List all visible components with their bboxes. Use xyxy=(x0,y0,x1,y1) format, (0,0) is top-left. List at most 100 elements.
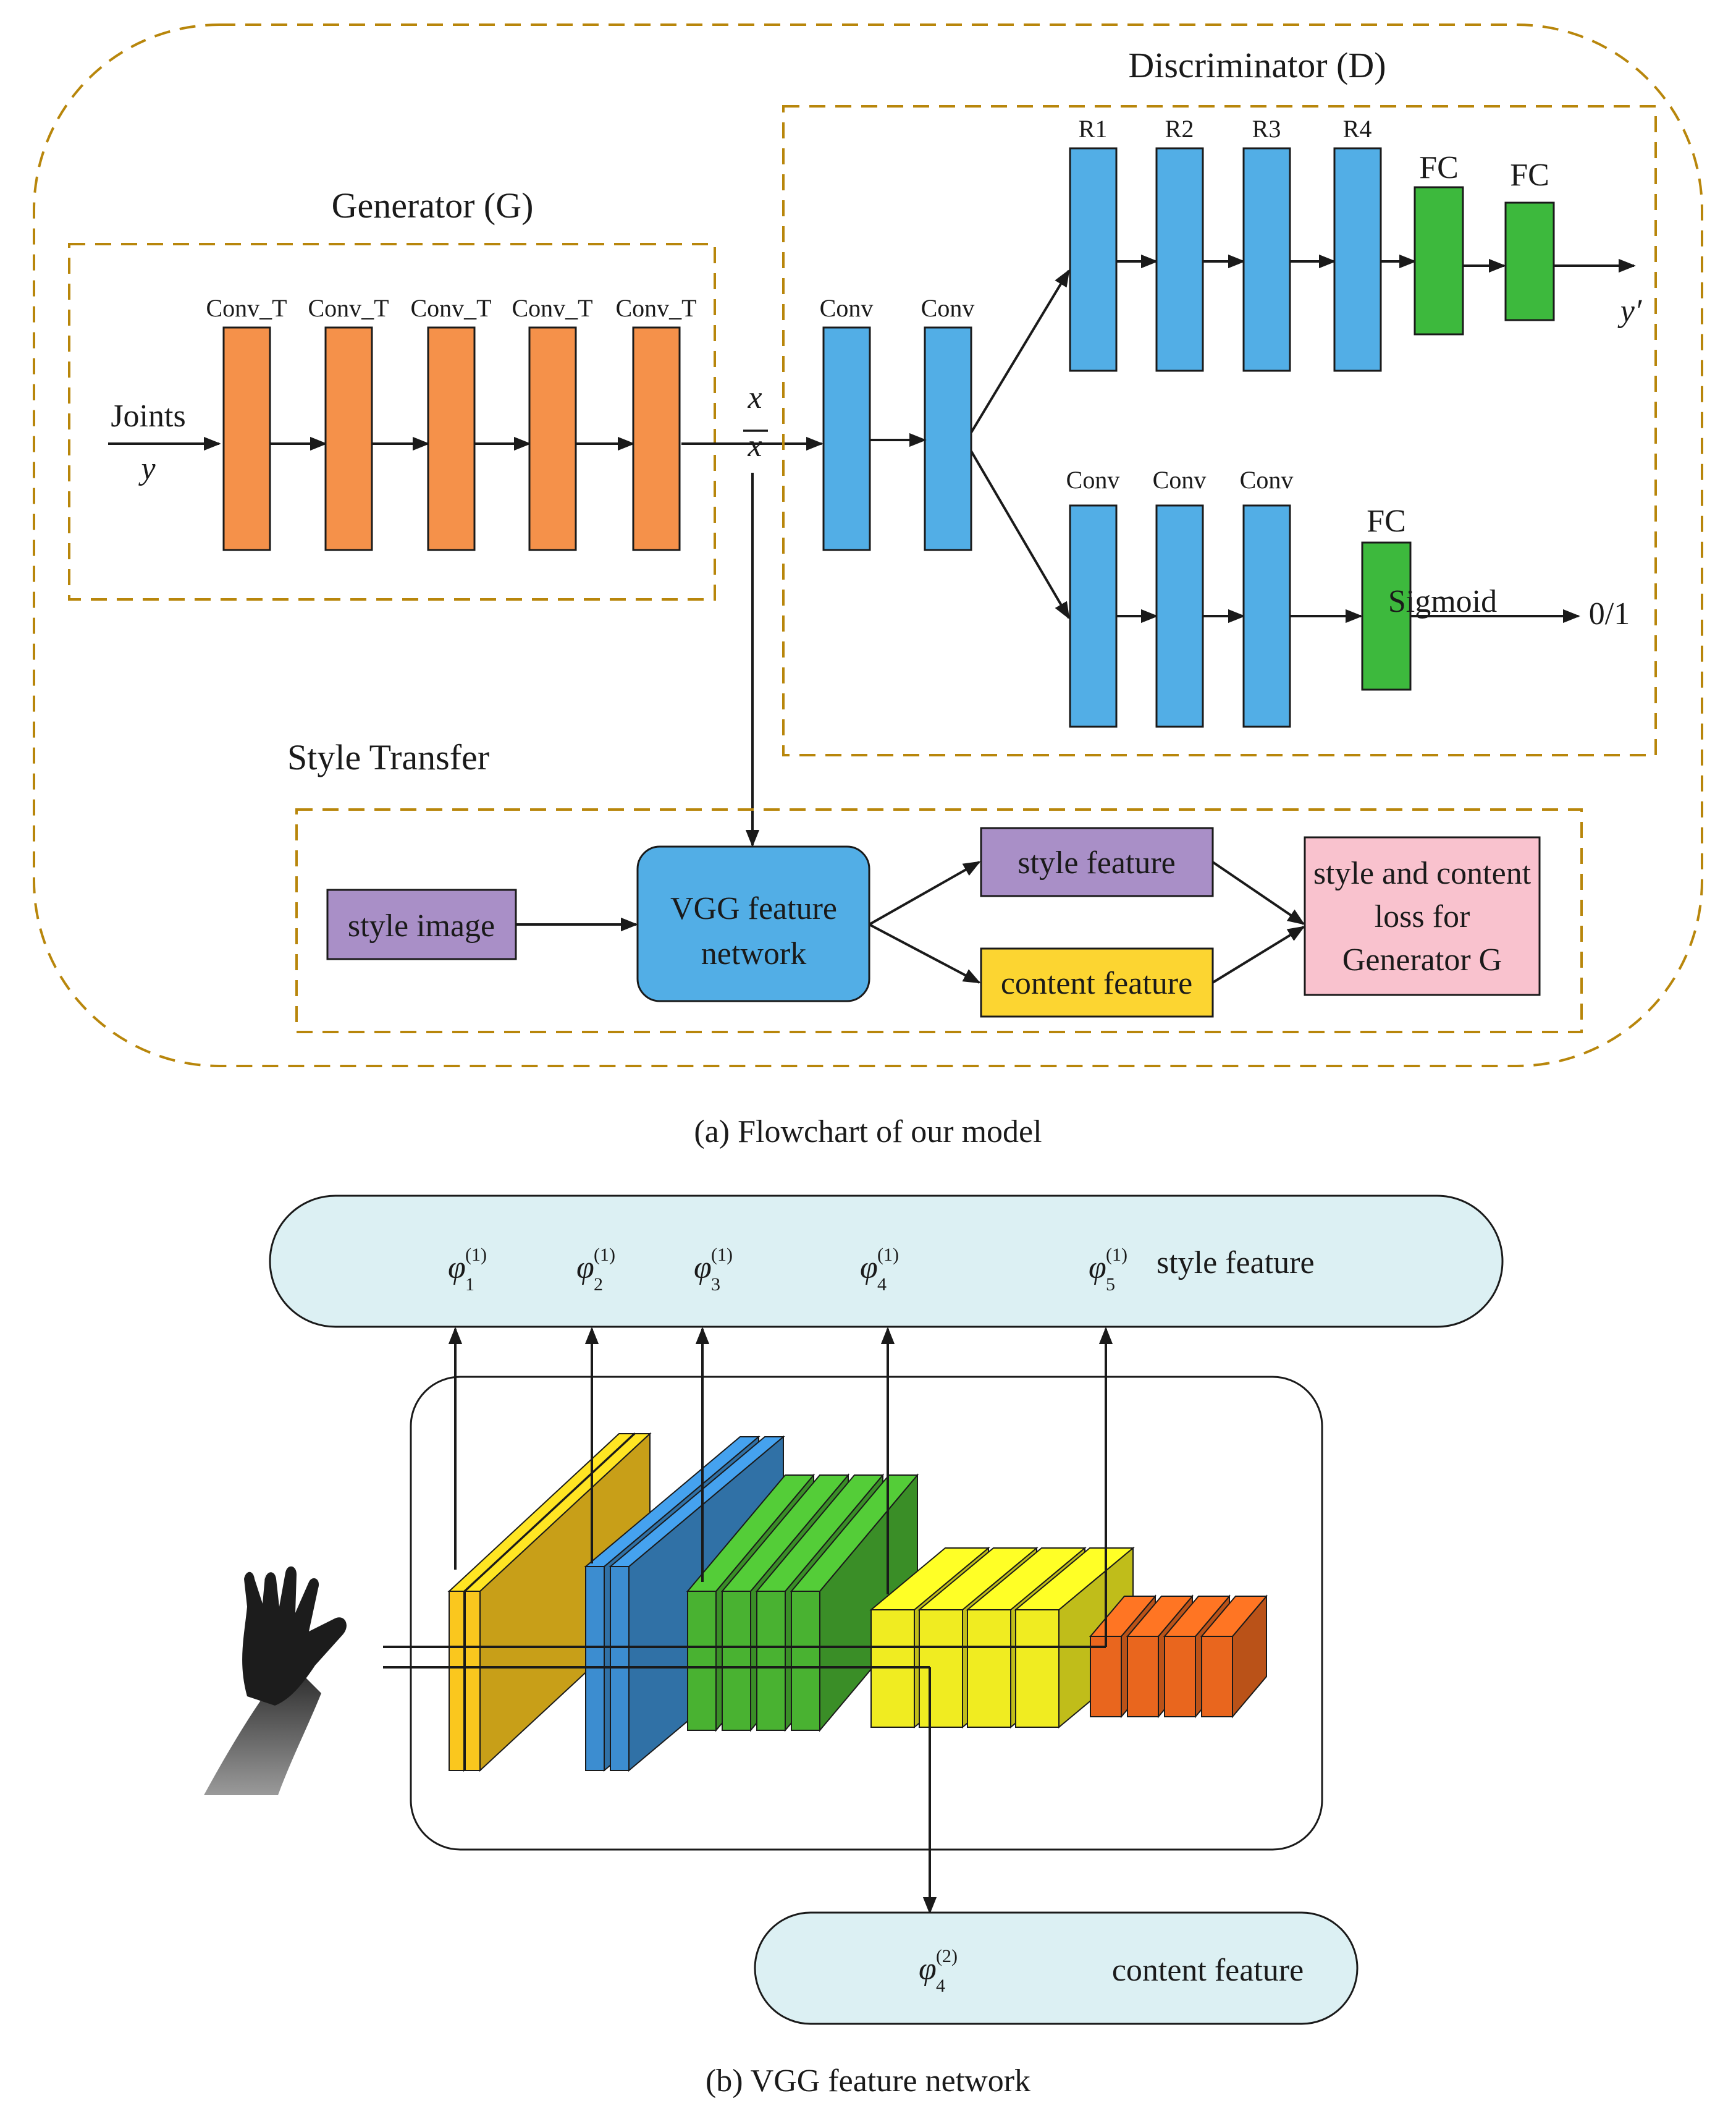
style-feature-box xyxy=(980,827,1214,897)
flowchart-panel: Generator (G) Joints y Conv_T Conv_T Conv_… xyxy=(33,23,1703,1149)
vgg-to-content-feature-arrow xyxy=(869,923,981,984)
phi-sup-style-1: (1) xyxy=(465,1245,487,1265)
content-row-label: content feature xyxy=(1112,1953,1304,1988)
phi-sub-content: 4 xyxy=(936,1976,945,1996)
disc-bottom-conv-3 xyxy=(1242,504,1291,728)
disc-fc-top-2 xyxy=(1504,201,1555,321)
style-feature-to-loss-arrow xyxy=(1211,861,1305,925)
vgg-internal-arrows xyxy=(383,1327,1113,1914)
generator-layer-label-5: Conv_T xyxy=(615,294,696,322)
disc-res-label-1: R1 xyxy=(1079,115,1108,143)
sigmoid-label: Sigmoid xyxy=(1388,584,1497,619)
phi-symbol-style-4: φ xyxy=(860,1250,878,1285)
style-image-box xyxy=(326,889,517,960)
disc-res-block-2 xyxy=(1155,147,1204,372)
content-feature-row xyxy=(754,1911,1359,2025)
vgg-to-style-feature-arrow xyxy=(869,861,981,926)
joints-var: y xyxy=(138,451,156,486)
disc-output-binary: 0/1 xyxy=(1589,596,1630,632)
joints-label: Joints xyxy=(111,399,185,434)
x-label: x xyxy=(747,380,762,415)
disc-fc-top-label-1: FC xyxy=(1419,150,1459,185)
vgg-label-line2: network xyxy=(701,936,806,971)
phi-sup-content: (2) xyxy=(936,1946,958,1966)
disc-bottom-conv-2 xyxy=(1155,504,1204,728)
hand-depth-image xyxy=(204,1566,347,1795)
phi-sup-style-3: (1) xyxy=(711,1245,733,1265)
generator-boundary xyxy=(68,243,716,601)
phi-symbol-style-1: φ xyxy=(448,1250,466,1285)
caption-a: (a) Flowchart of our model xyxy=(694,1114,1042,1149)
vgg-network-frame xyxy=(410,1376,1323,1851)
phi-symbol-style-2: φ xyxy=(576,1250,594,1285)
generator-layer-1 xyxy=(222,326,271,551)
generator-title: Generator (G) xyxy=(332,185,534,226)
x-bar-label: x xyxy=(747,428,762,463)
model-outer-boundary xyxy=(33,23,1703,1067)
generator-layer-2 xyxy=(324,326,373,551)
phi-sub-style-4: 4 xyxy=(877,1274,887,1295)
phi-symbol-content: φ xyxy=(919,1952,937,1987)
generator-group: Generator (G) Joints y Conv_T Conv_T Conv_… xyxy=(68,185,716,601)
content-feature-to-loss-arrow xyxy=(1211,926,1305,984)
disc-shared-conv-label-1: Conv xyxy=(820,294,874,322)
disc-res-block-4 xyxy=(1333,147,1382,372)
disc-branch-bottom-edge xyxy=(970,450,1070,620)
caption-b: (b) VGG feature network xyxy=(706,2063,1030,2099)
phi-sup-style-4: (1) xyxy=(877,1245,899,1265)
disc-output-y-prime: y′ xyxy=(1617,294,1643,329)
style-transfer-group: Style Transfer style image VGG feature n… xyxy=(287,737,1583,1033)
style-feature-label: style feature xyxy=(1018,845,1176,881)
generator-layer-label-3: Conv_T xyxy=(410,294,491,322)
phi-sub-style-3: 3 xyxy=(711,1274,720,1295)
content-feature-box xyxy=(980,947,1214,1018)
disc-res-block-1 xyxy=(1069,147,1118,372)
disc-res-block-3 xyxy=(1242,147,1291,372)
style-feature-row xyxy=(269,1195,1504,1328)
signal-node: x x xyxy=(681,380,824,847)
style-row-label: style feature xyxy=(1157,1245,1315,1280)
disc-fc-top-1 xyxy=(1414,186,1464,336)
vgg-block-5-slab-4 xyxy=(1200,1594,1268,1719)
generator-layer-5 xyxy=(632,326,681,551)
generator-layer-label-2: Conv_T xyxy=(308,294,389,322)
content-feature-label: content feature xyxy=(1001,966,1192,1001)
disc-res-label-3: R3 xyxy=(1252,115,1281,143)
loss-label-line3: Generator G xyxy=(1342,942,1502,978)
phi-sub-style-2: 2 xyxy=(594,1274,603,1295)
vgg-label-line1: VGG feature xyxy=(670,891,837,926)
discriminator-title: Discriminator (D) xyxy=(1128,45,1386,85)
discriminator-boundary xyxy=(782,105,1657,756)
disc-shared-conv-1 xyxy=(822,326,871,551)
vgg-conv-blocks xyxy=(447,1432,1268,1772)
disc-fc-top-label-2: FC xyxy=(1510,158,1549,193)
generator-layer-label-1: Conv_T xyxy=(206,294,287,322)
disc-bottom-conv-label-1: Conv xyxy=(1066,466,1120,494)
disc-shared-conv-2 xyxy=(924,326,972,551)
disc-bottom-conv-label-2: Conv xyxy=(1153,466,1207,494)
disc-branch-top-edge xyxy=(970,269,1070,434)
vgg-block-1-slab-2 xyxy=(463,1432,652,1772)
generator-layer-4 xyxy=(528,326,577,551)
phi-sup-style-2: (1) xyxy=(594,1245,615,1265)
loss-box xyxy=(1304,836,1541,996)
phi-sup-style-5: (1) xyxy=(1106,1245,1127,1265)
generator-layer-label-4: Conv_T xyxy=(512,294,592,322)
disc-fc-bottom-label: FC xyxy=(1367,504,1406,539)
disc-bottom-conv-label-3: Conv xyxy=(1240,466,1294,494)
disc-res-label-4: R4 xyxy=(1343,115,1372,143)
loss-label-line1: style and content xyxy=(1313,856,1532,891)
style-transfer-title: Style Transfer xyxy=(287,737,489,777)
phi-symbol-style-3: φ xyxy=(694,1250,712,1285)
disc-bottom-conv-1 xyxy=(1069,504,1118,728)
